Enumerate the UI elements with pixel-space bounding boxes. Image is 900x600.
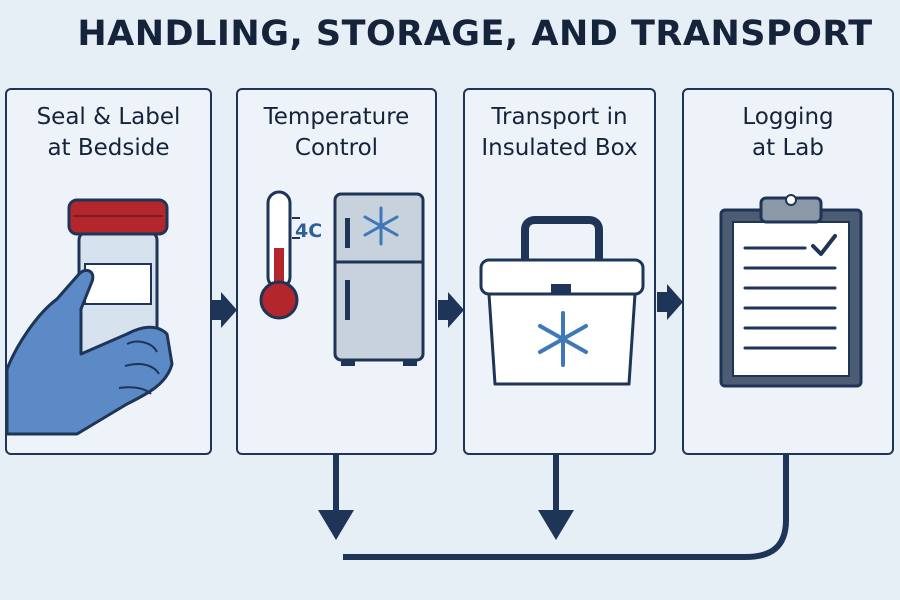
arrow-down-icon <box>538 510 574 540</box>
arrow-down-icon <box>318 510 354 540</box>
refrigerator-icon <box>333 192 425 366</box>
snowflake-icon <box>363 206 399 246</box>
diagram-title: HANDLING, STORAGE, AND TRANSPORT <box>77 14 873 54</box>
checkmark-icon <box>811 234 837 256</box>
step-panel-transport: Transport in Insulated Box <box>463 88 656 455</box>
flow-arrow-right-icon <box>657 284 683 320</box>
flow-arrow-right-icon <box>438 292 464 328</box>
step-panel-temperature-control: Temperature Control 4C <box>236 88 437 455</box>
step-panel-logging: Logging at Lab <box>682 88 894 455</box>
step-label: Temperature Control <box>263 104 410 161</box>
step-label: Transport in Insulated Box <box>481 104 638 161</box>
thermometer-icon <box>259 190 300 320</box>
specimen-jar-glove-icon <box>7 198 174 436</box>
insulated-cooler-icon <box>479 216 645 386</box>
snowflake-icon <box>538 311 588 367</box>
clipboard-checklist-icon <box>719 194 863 388</box>
step-panel-seal-label: Seal & Label at Bedside <box>5 88 212 455</box>
step-label: Logging at Lab <box>742 104 834 161</box>
flow-arrow-right-icon <box>211 292 237 328</box>
temperature-readout: 4C <box>295 220 323 242</box>
step-label: Seal & Label at Bedside <box>36 104 181 161</box>
